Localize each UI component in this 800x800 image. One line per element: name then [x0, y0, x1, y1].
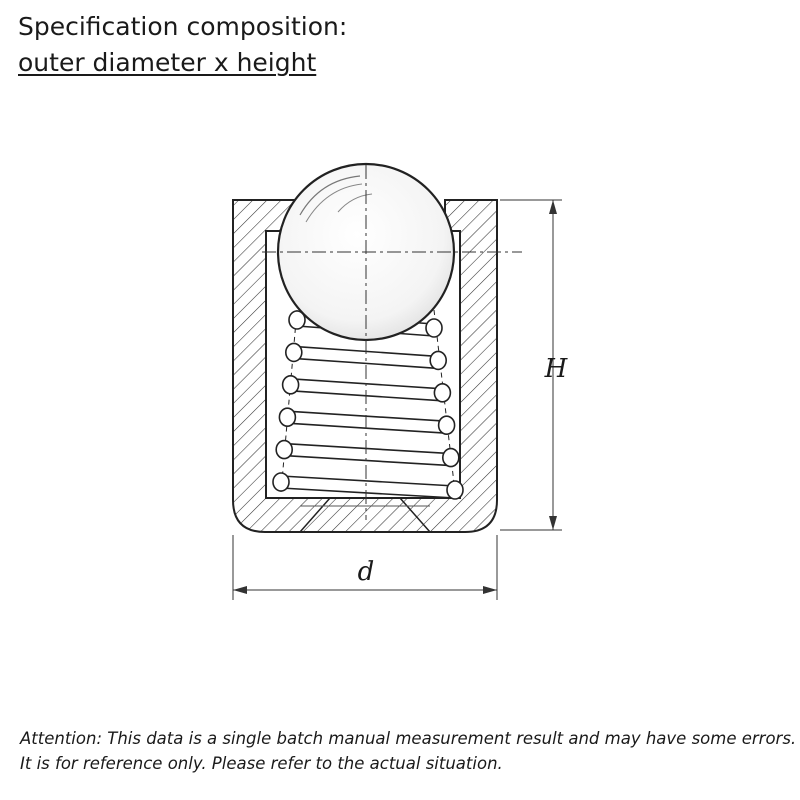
- spec-title: Specification composition:: [18, 12, 348, 41]
- height-dimension: H: [500, 199, 569, 531]
- spring-coil-section: [275, 439, 294, 460]
- spring-coil-section: [429, 350, 448, 371]
- spring-coil-section: [288, 310, 306, 330]
- spring-wire: [287, 410, 447, 422]
- spring-taper-line: [280, 309, 298, 493]
- housing-bore: [265, 231, 461, 498]
- attention-note-line2: It is for reference only. Please refer t…: [20, 754, 503, 773]
- diameter-dimension: d: [232, 535, 498, 600]
- spring-coil-section: [446, 480, 464, 500]
- spring-wire: [280, 475, 456, 487]
- spring-wire: [284, 442, 451, 455]
- spring-coil-section: [281, 374, 300, 395]
- spring-coil-section: [441, 447, 460, 468]
- spring-coil-section: [272, 472, 290, 492]
- spring-wire: [284, 454, 451, 467]
- diameter-label: d: [358, 557, 375, 587]
- spec-subtitle: outer diameter x height: [18, 48, 317, 77]
- height-label: H: [544, 354, 569, 384]
- spring-coil-section: [278, 407, 297, 428]
- attention-note-line1: Attention: This data is a single batch m…: [20, 729, 797, 748]
- spring-coil-section: [433, 382, 452, 403]
- spring-wire: [287, 422, 447, 434]
- spring-wire: [280, 487, 456, 499]
- spring-coil-section: [425, 318, 443, 338]
- spring-wire: [293, 357, 439, 370]
- spring-coil-section: [284, 342, 303, 363]
- spring-coil-section: [437, 415, 456, 436]
- spring-coils: [272, 309, 464, 500]
